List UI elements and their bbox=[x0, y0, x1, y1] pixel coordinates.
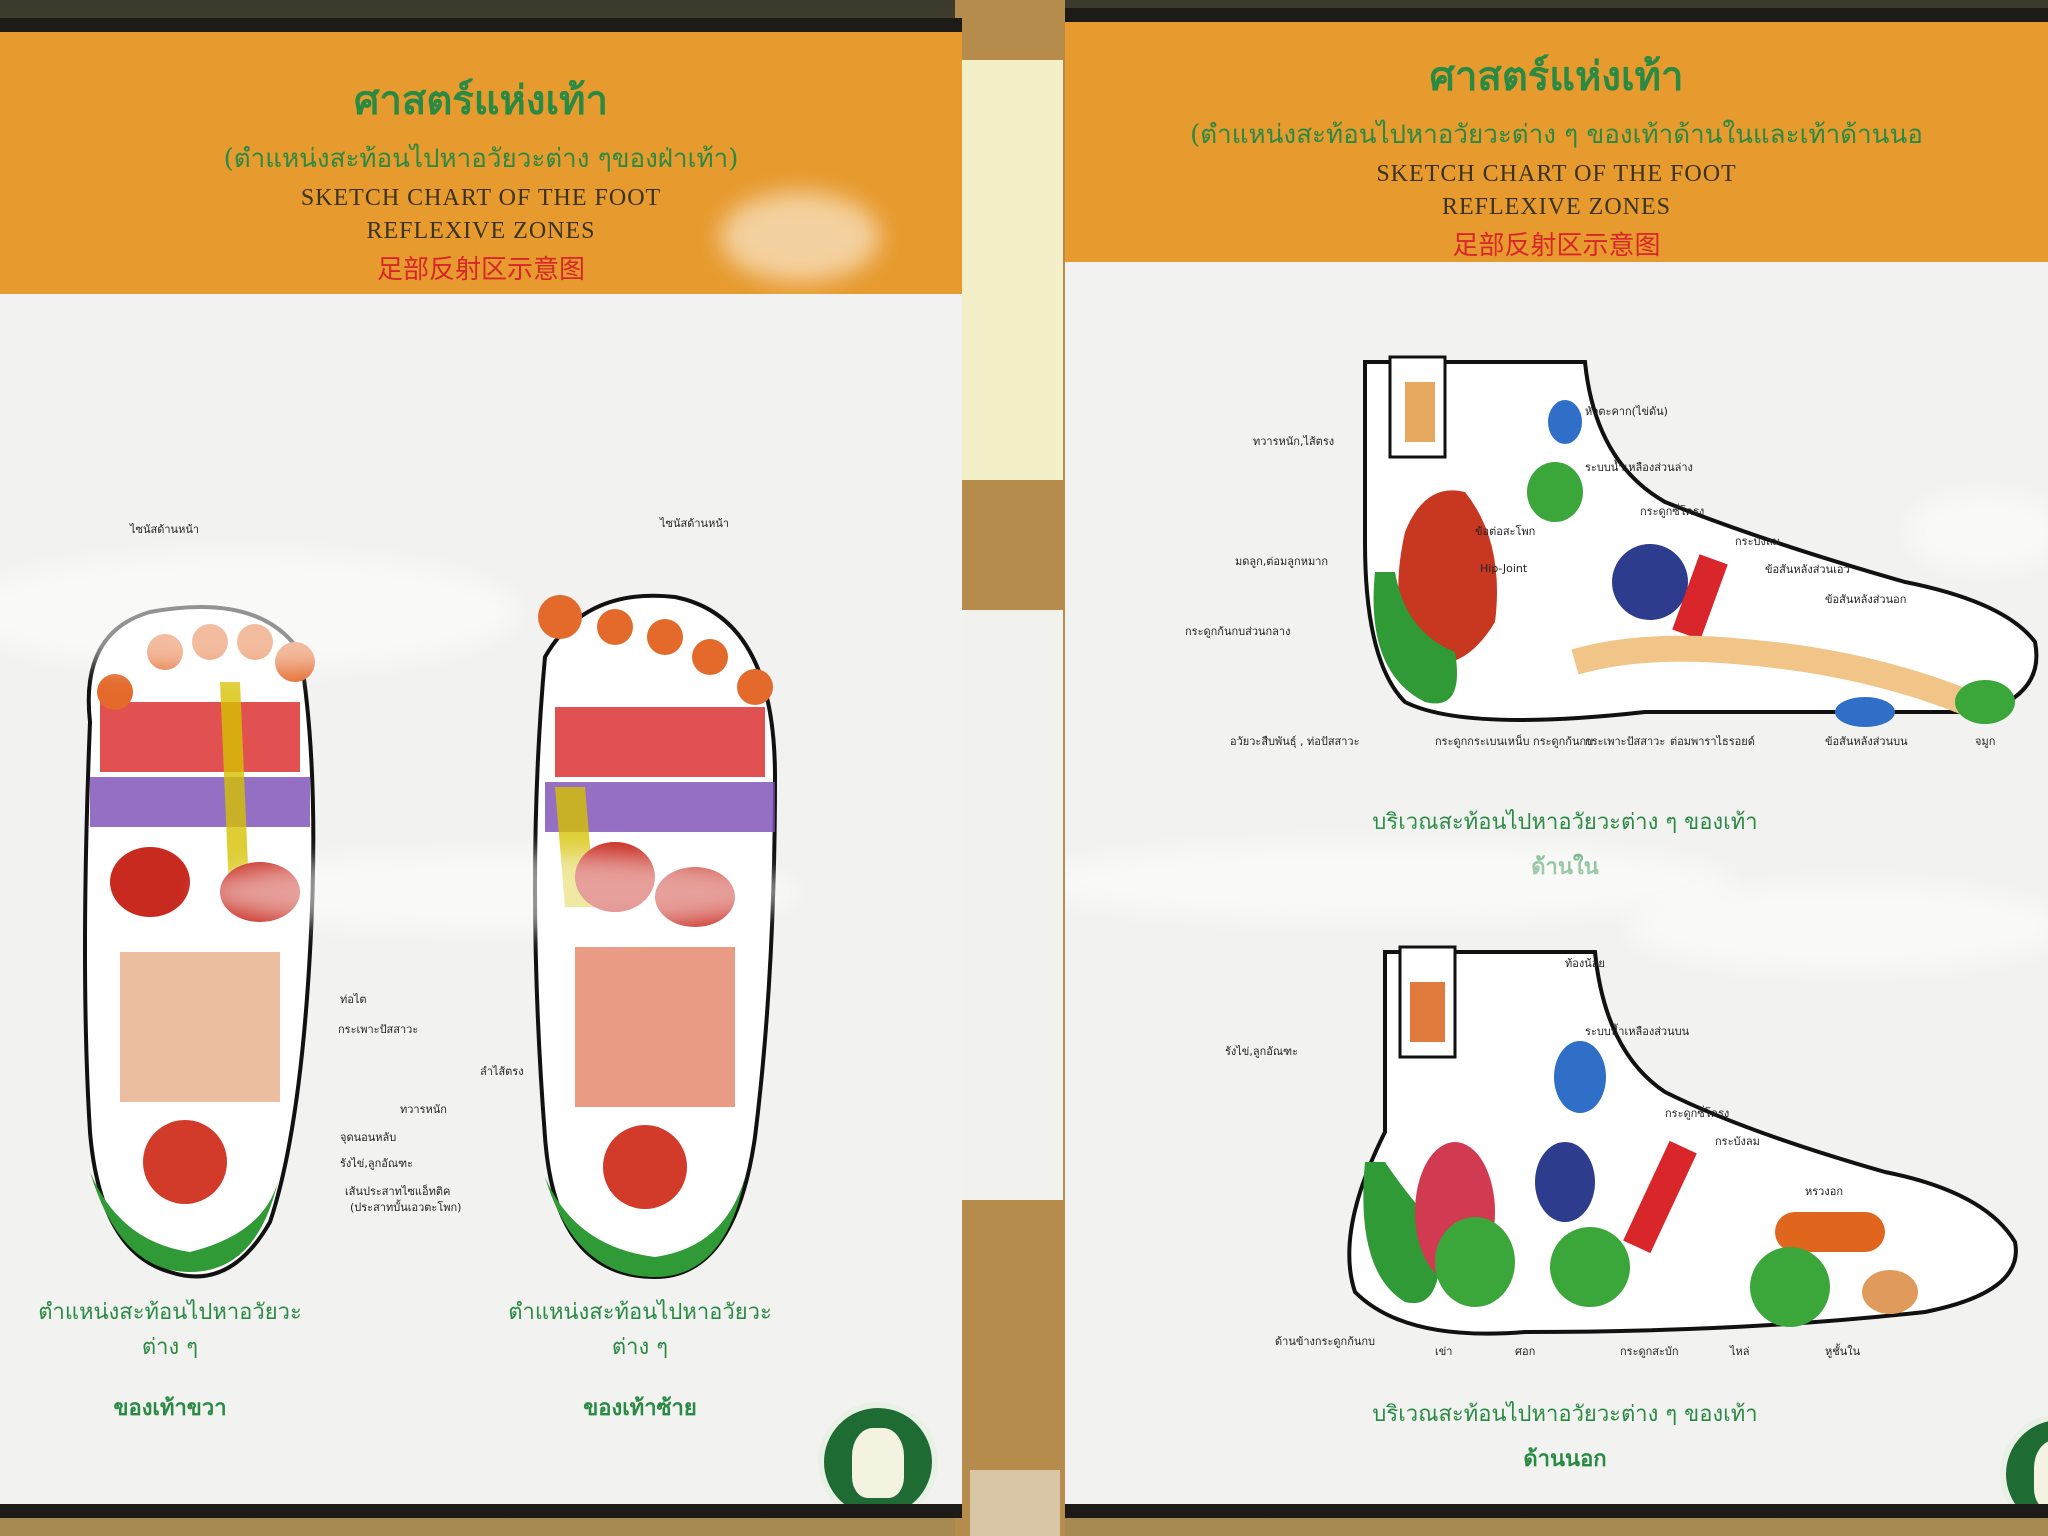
outer-label-i: ศอก bbox=[1515, 1345, 1536, 1358]
poster-stand bbox=[970, 1470, 1060, 1536]
caption-right-foot: ตำแหน่งสะท้อนไปหาอวัยวะต่าง ๆ ของเท้าขวา bbox=[20, 1294, 320, 1425]
right-title-cn: 足部反射区示意图 bbox=[1452, 231, 1661, 261]
caption-outer-th2: ด้านนอก bbox=[1523, 1447, 1607, 1472]
right-poster: ศาสตร์แห่งเท้า (ตำแหน่งสะท้อนไปหาอวัยวะต… bbox=[1065, 8, 2048, 1518]
left-sole-diagram bbox=[533, 593, 778, 1280]
left-poster-bottom-bar bbox=[0, 1504, 962, 1518]
notice-paper-lower bbox=[958, 610, 1063, 1200]
outer-label-f: หรวงอก bbox=[1805, 1185, 1843, 1198]
glare bbox=[200, 852, 800, 932]
inner-label-f: กระบังลม bbox=[1735, 535, 1780, 548]
inner-label-e: ข้อต่อสะโพก bbox=[1475, 525, 1536, 538]
left-subtitle-thai: (ตำแหน่งสะท้อนไปหาอวัยวะต่าง ๆของฝ่าเท้า… bbox=[223, 144, 739, 174]
outer-label-j: กระดูกสะบัก bbox=[1620, 1345, 1679, 1358]
left-title-thai: ศาสตร์แห่งเท้า bbox=[354, 77, 608, 124]
glare bbox=[1065, 842, 1735, 922]
glare bbox=[1625, 882, 2048, 972]
outer-label-h: เข่า bbox=[1435, 1345, 1453, 1358]
inner-label-i: ข้อสันหลังส่วนอก bbox=[1825, 593, 1907, 606]
caption-outer-th: บริเวณสะท้อนไปหาอวัยวะต่าง ๆ ของเท้า bbox=[1372, 1402, 1758, 1427]
caption-left-foot: ตำแหน่งสะท้อนไปหาอวัยวะต่าง ๆ ของเท้าซ้า… bbox=[490, 1294, 790, 1425]
inner-label-l: กระดูกกระเบนเหน็บ กระดูกก้นกบ bbox=[1435, 735, 1594, 748]
inner-label-k: อวัยวะสืบพันธุ์ , ท่อปัสสาวะ bbox=[1230, 735, 1360, 748]
label-bladder: กระเพาะปัสสาวะ bbox=[338, 1023, 419, 1036]
outer-label-k: ไหล่ bbox=[1730, 1345, 1750, 1358]
outer-foot-diagram bbox=[1347, 945, 2018, 1336]
label-ureter: ท่อไต bbox=[340, 993, 367, 1006]
inner-label-j: กระดูกก้นกบส่วนกลาง bbox=[1185, 625, 1291, 638]
inner-label-h: ข้อสันหลังส่วนเอว bbox=[1765, 563, 1850, 576]
outer-label-a: ท้องน้อย bbox=[1565, 957, 1605, 970]
glare bbox=[1905, 492, 2048, 572]
label-sinus-left: ไซนัสด้านหน้า bbox=[130, 523, 200, 536]
inner-label-c: ระบบน้ำเหลืองส่วนล่าง bbox=[1585, 461, 1693, 474]
inner-label-q: Hip-Joint bbox=[1480, 562, 1528, 575]
inner-label-a: หัวตะคาก(ไข่ดัน) bbox=[1585, 405, 1668, 418]
left-title-en-1: SKETCH CHART OF THE FOOT bbox=[300, 185, 662, 211]
right-poster-bottom-bar bbox=[1065, 1504, 2048, 1518]
label-sciatic-sub: (ประสาทบั้นเอวตะโพก) bbox=[350, 1201, 462, 1214]
left-title-en-2: REFLEXIVE ZONES bbox=[366, 218, 596, 244]
outer-label-b: ระบบน้ำเหลืองส่วนบน bbox=[1585, 1025, 1690, 1038]
label-sciatic: เส้นประสาทไซแอ็ทติค bbox=[345, 1185, 451, 1198]
label-anus: ทวารหนัก bbox=[400, 1103, 447, 1116]
label-sleep-point: จุดนอนหลับ bbox=[340, 1131, 397, 1144]
inner-label-d: กระดูกซี่โครง bbox=[1640, 505, 1705, 518]
logo-emblem bbox=[818, 1402, 938, 1518]
right-title-thai: ศาสตร์แห่งเท้า bbox=[1429, 53, 1684, 100]
inner-label-n: ต่อมพาราไธรอยด์ bbox=[1670, 735, 1755, 748]
inner-label-p: จมูก bbox=[1975, 735, 1996, 748]
caption-left-foot-th: ตำแหน่งสะท้อนไปหาอวัยวะต่าง ๆ bbox=[508, 1300, 772, 1360]
inner-label-m: กระเพาะปัสสาวะ bbox=[1585, 735, 1666, 748]
outer-label-l: หูชั้นใน bbox=[1825, 1345, 1861, 1358]
right-sole-diagram bbox=[83, 605, 316, 1279]
glare bbox=[720, 192, 880, 282]
caption-inner-th: บริเวณสะท้อนไปหาอวัยวะต่าง ๆ ของเท้า bbox=[1372, 810, 1758, 835]
label-sinus-right: ไซนัสด้านหน้า bbox=[660, 517, 730, 530]
inner-label-g: มดลูก,ต่อมลูกหมาก bbox=[1235, 555, 1329, 568]
label-gonad: รังไข่,ลูกอัณฑะ bbox=[340, 1157, 414, 1170]
notice-paper bbox=[958, 60, 1063, 480]
outer-label-e: กระบังลม bbox=[1715, 1135, 1760, 1148]
label-rectum-1: ลำไส้ตรง bbox=[480, 1065, 524, 1078]
glare bbox=[0, 552, 520, 672]
caption-right-foot-th: ตำแหน่งสะท้อนไปหาอวัยวะต่าง ๆ bbox=[38, 1300, 302, 1360]
left-poster: ศาสตร์แห่งเท้า (ตำแหน่งสะท้อนไปหาอวัยวะต… bbox=[0, 18, 962, 1518]
inner-label-o: ข้อสันหลังส่วนบน bbox=[1825, 735, 1908, 748]
inner-label-b: ทวารหนัก,ไส้ตรง bbox=[1253, 435, 1335, 448]
outer-label-c: รังไข่,ลูกอัณฑะ bbox=[1225, 1045, 1299, 1058]
right-subtitle-thai: (ตำแหน่งสะท้อนไปหาอวัยวะต่าง ๆ ของเท้าด้… bbox=[1190, 120, 1923, 150]
caption-left-foot-th2: ของเท้าซ้าย bbox=[583, 1396, 697, 1421]
outer-label-d: กระดูกซี่โครง bbox=[1665, 1107, 1730, 1120]
inner-foot-diagram bbox=[1363, 355, 2039, 727]
right-title-en-1: SKETCH CHART OF THE FOOT bbox=[1376, 161, 1737, 187]
right-poster-header: ศาสตร์แห่งเท้า (ตำแหน่งสะท้อนไปหาอวัยวะต… bbox=[1065, 22, 2048, 262]
logo-emblem bbox=[2000, 1414, 2048, 1518]
caption-outer-side: บริเวณสะท้อนไปหาอวัยวะต่าง ๆ ของเท้า ด้า… bbox=[1305, 1396, 1825, 1476]
caption-right-foot-th2: ของเท้าขวา bbox=[113, 1396, 227, 1421]
left-title-cn: 足部反射区示意图 bbox=[376, 255, 585, 285]
outer-label-g: ด้านข้างกระดูกก้นกบ bbox=[1275, 1335, 1376, 1348]
right-title-en-2: REFLEXIVE ZONES bbox=[1442, 194, 1671, 220]
